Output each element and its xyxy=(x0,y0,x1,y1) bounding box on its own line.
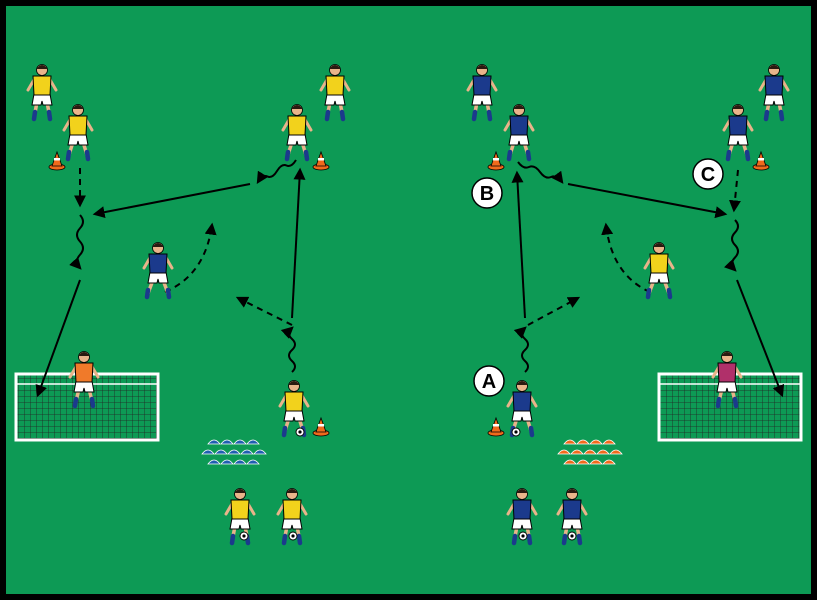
dribble-line xyxy=(256,159,297,185)
disc-cone-icon xyxy=(576,439,590,445)
label-a: A xyxy=(473,365,505,397)
cones xyxy=(48,150,770,437)
balls xyxy=(239,427,577,541)
disc-cone-icon xyxy=(563,439,577,445)
disc-cone-icon xyxy=(227,449,241,455)
label-b-text: B xyxy=(480,183,494,205)
player-icon xyxy=(62,104,94,162)
player-icon xyxy=(758,64,790,122)
ball-icon xyxy=(567,531,577,541)
player-icon xyxy=(503,104,535,162)
players xyxy=(26,64,790,546)
cone-icon xyxy=(48,150,66,171)
player-icon xyxy=(319,64,351,122)
disc-cone-icon xyxy=(207,459,221,465)
ball-icon xyxy=(295,427,305,437)
cone-icon xyxy=(752,150,770,171)
run-line xyxy=(728,169,741,213)
shot-line xyxy=(35,279,81,398)
disc-cone-icon xyxy=(201,449,215,455)
goalkeeper-icon xyxy=(711,351,743,409)
cone-icon xyxy=(312,416,330,437)
pass-line xyxy=(567,183,728,219)
disc-cone-icon xyxy=(583,449,597,455)
dribble-line xyxy=(517,161,564,184)
disc-cone-icon xyxy=(246,459,260,465)
player-icon xyxy=(26,64,58,122)
run-line xyxy=(527,296,581,326)
disc-cone-icon xyxy=(589,459,603,465)
dribble-line xyxy=(69,214,84,270)
disc-cone-icon xyxy=(207,439,221,445)
player-icon xyxy=(466,64,498,122)
player-icon xyxy=(506,488,538,546)
disc-cone-icon xyxy=(233,439,247,445)
pass-line xyxy=(92,183,251,219)
disc-cone-icon xyxy=(602,439,616,445)
disc-cone-icon xyxy=(220,459,234,465)
label-c: C xyxy=(692,158,724,190)
disc-cone-icon xyxy=(557,449,571,455)
disc-cone-icon xyxy=(240,449,254,455)
ball-icon xyxy=(511,427,521,437)
pitch xyxy=(6,6,811,594)
ball-icon xyxy=(288,531,298,541)
player-icon xyxy=(556,488,588,546)
movement-lines xyxy=(35,159,785,398)
dribble-line xyxy=(280,326,296,373)
player-icon xyxy=(281,104,313,162)
disc-cone-icon xyxy=(576,459,590,465)
disc-cone-icon xyxy=(570,449,584,455)
cone-icon xyxy=(487,416,505,437)
player-icon xyxy=(142,242,174,300)
cone-icon xyxy=(312,150,330,171)
player-icon xyxy=(276,488,308,546)
goalkeeper-icon xyxy=(68,351,100,409)
disc-cone-icon xyxy=(253,449,267,455)
cone-icon xyxy=(487,150,505,171)
player-icon xyxy=(278,380,310,438)
disc-cones xyxy=(201,439,623,465)
player-icon xyxy=(722,104,754,162)
disc-cone-icon xyxy=(563,459,577,465)
label-a-text: A xyxy=(482,371,496,393)
disc-cone-icon xyxy=(596,449,610,455)
disc-cone-icon xyxy=(214,449,228,455)
player-icon xyxy=(224,488,256,546)
disc-cone-icon xyxy=(246,439,260,445)
disc-cone-icon xyxy=(220,439,234,445)
pass-line xyxy=(291,167,306,319)
shot-line xyxy=(736,279,785,398)
label-b: B xyxy=(471,177,503,209)
dribble-line xyxy=(513,326,529,373)
label-c-text: C xyxy=(701,164,715,186)
ball-icon xyxy=(518,531,528,541)
player-icon xyxy=(643,242,675,300)
disc-cone-icon xyxy=(589,439,603,445)
dribble-line xyxy=(724,219,739,272)
disc-cone-icon xyxy=(233,459,247,465)
disc-cone-icon xyxy=(602,459,616,465)
disc-cone-icon xyxy=(609,449,623,455)
ball-icon xyxy=(239,531,249,541)
pass-line xyxy=(511,170,526,319)
